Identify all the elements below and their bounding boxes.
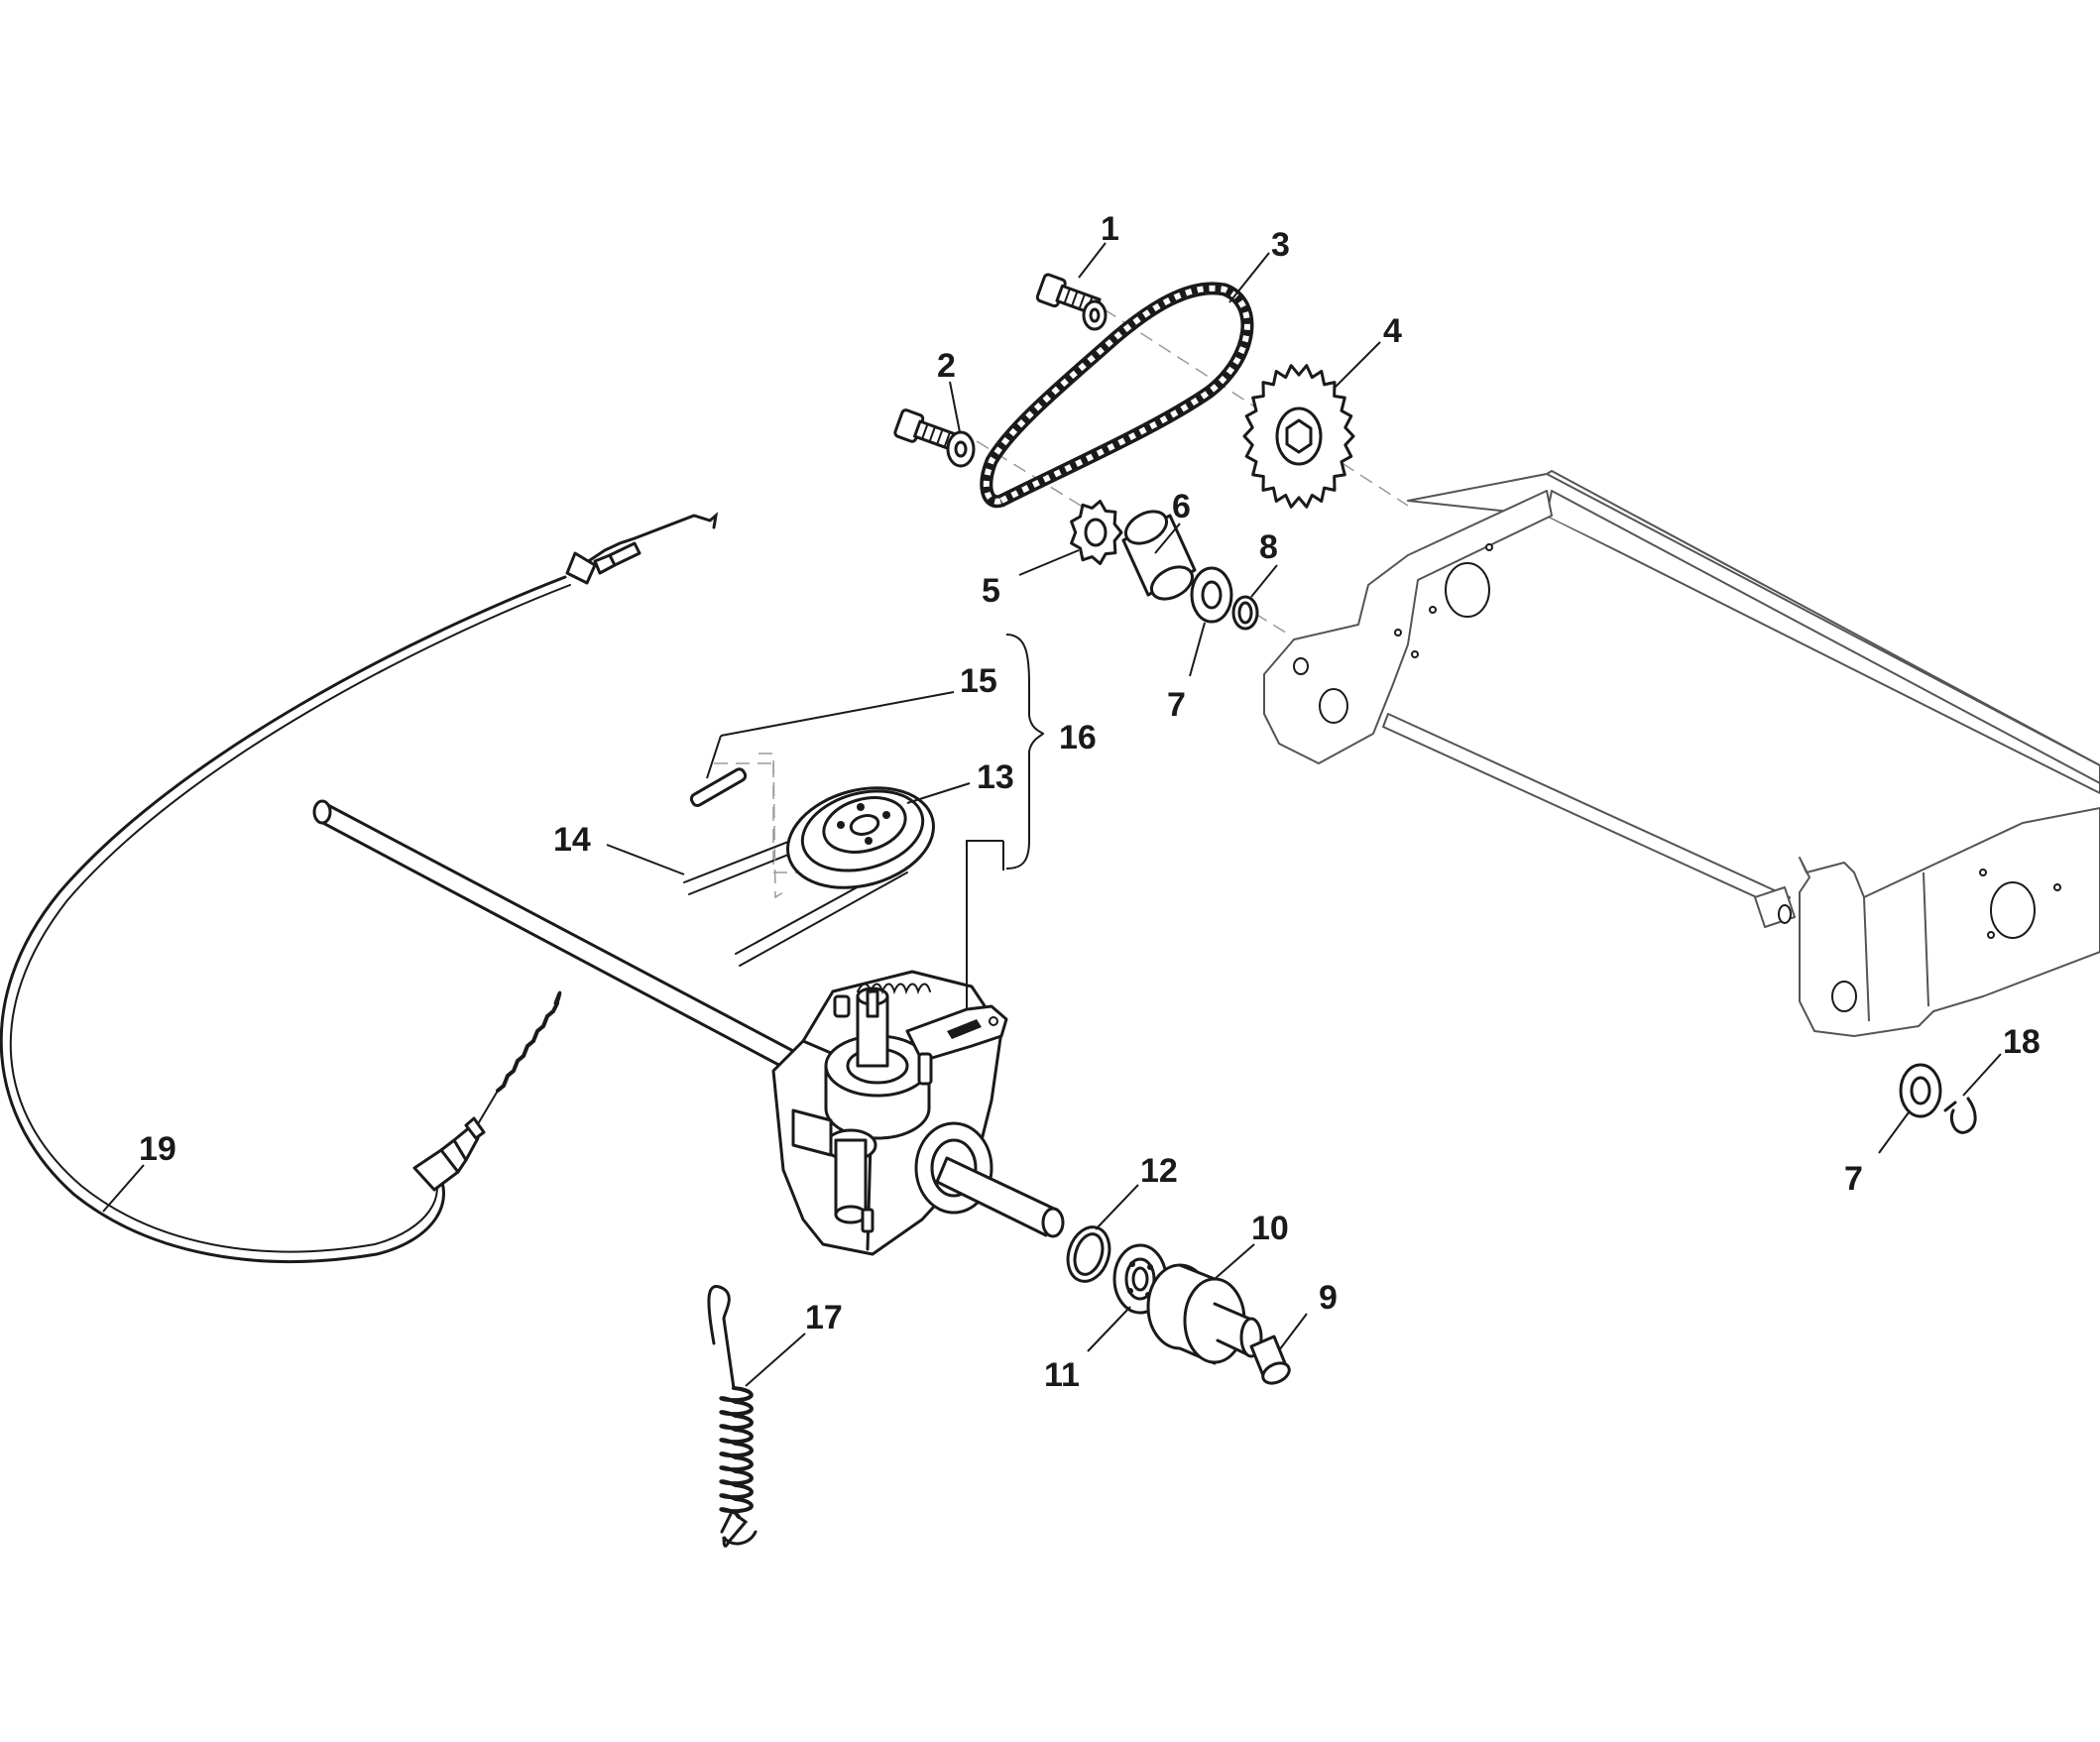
callout-14: 14 — [553, 821, 591, 859]
cap-9 — [1249, 1335, 1291, 1385]
callout-18: 18 — [2003, 1023, 2041, 1061]
deck-frame — [1263, 470, 2100, 1037]
callout-4: 4 — [1383, 312, 1402, 350]
callout-7a: 7 — [1167, 686, 1186, 724]
screw-2 — [893, 408, 976, 468]
small-sprocket — [1070, 500, 1123, 565]
callout-labels: 1 2 3 4 5 6 7 8 9 10 11 12 13 14 15 16 1… — [139, 210, 2041, 1394]
pulley-assembly — [683, 753, 936, 967]
hub-10 — [1146, 1263, 1263, 1365]
large-sprocket — [1242, 364, 1355, 509]
callout-9: 9 — [1319, 1279, 1338, 1317]
ring-8 — [1231, 595, 1259, 631]
circlip-18 — [1943, 1097, 1977, 1134]
callout-19: 19 — [139, 1130, 176, 1168]
callout-15: 15 — [960, 662, 997, 700]
callout-8: 8 — [1259, 528, 1278, 566]
callout-10: 10 — [1251, 1210, 1289, 1247]
callout-2: 2 — [937, 347, 956, 385]
output-shaft — [935, 1156, 1065, 1238]
bushing — [1121, 510, 1197, 601]
callout-5: 5 — [982, 572, 1000, 610]
spring-17 — [707, 1285, 758, 1548]
drive-chain — [980, 282, 1254, 509]
bracket-16 — [1005, 634, 1045, 870]
callout-11: 11 — [1044, 1356, 1080, 1394]
callout-17: 17 — [805, 1299, 843, 1336]
callout-13: 13 — [977, 758, 1014, 796]
gearbox — [771, 970, 1008, 1256]
screw-1 — [1035, 273, 1108, 331]
leader-lines — [102, 242, 2002, 1387]
callout-6: 6 — [1172, 488, 1191, 525]
callout-12: 12 — [1140, 1152, 1178, 1190]
washer-7-lower — [1899, 1063, 1942, 1118]
callout-1: 1 — [1101, 210, 1119, 248]
circlip-12 — [1066, 1225, 1111, 1283]
callout-3: 3 — [1271, 226, 1290, 264]
callout-7b: 7 — [1844, 1160, 1863, 1198]
callout-16: 16 — [1059, 719, 1097, 756]
cable-19 — [0, 512, 719, 1263]
washer-7-upper — [1190, 566, 1233, 624]
